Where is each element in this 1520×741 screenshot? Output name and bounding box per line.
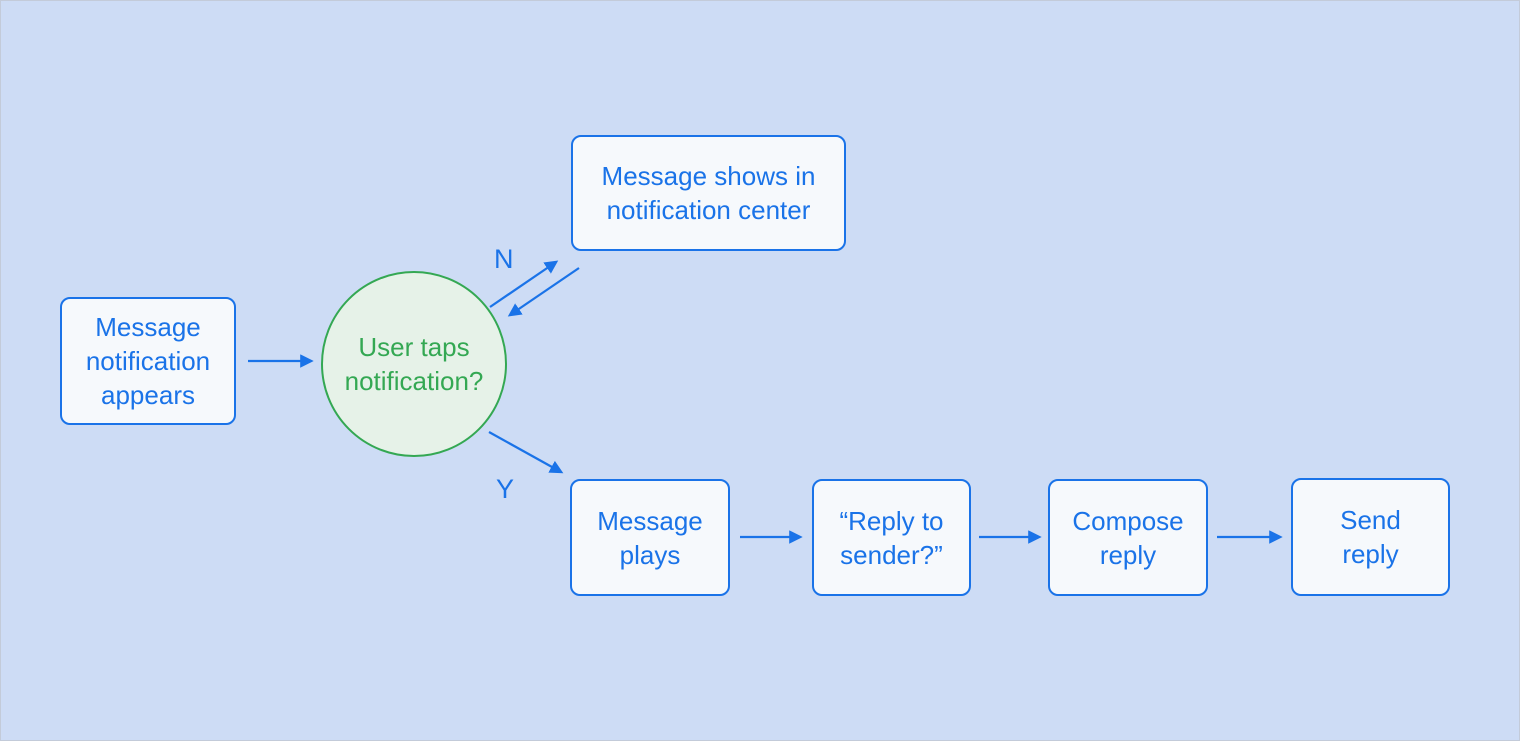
arrow-notification-center-to-decision <box>507 267 580 317</box>
arrow-decision-to-notification-center <box>489 260 559 308</box>
node-message-shows-in-notification-center: Message shows in notification center <box>571 135 846 251</box>
node-message-plays: Message plays <box>570 479 730 596</box>
node-reply-to-sender-prompt-label: “Reply to sender?” <box>839 505 944 570</box>
node-message-notification-appears-label: Message notification appears <box>85 312 211 410</box>
edge-label-yes: Y <box>496 474 515 504</box>
node-send-reply: Send reply <box>1291 478 1450 596</box>
arrow-decision-to-message-plays <box>488 431 564 474</box>
node-message-shows-in-notification-center-label: Message shows in notification center <box>601 161 816 225</box>
node-message-plays-label: Message plays <box>597 505 703 570</box>
node-compose-reply: Compose reply <box>1048 479 1208 596</box>
edge-label-no: N <box>494 244 514 274</box>
node-reply-to-sender-prompt: “Reply to sender?” <box>812 479 971 596</box>
node-compose-reply-label: Compose reply <box>1072 505 1184 570</box>
node-user-taps-notification-decision-label: User taps notification? <box>344 332 484 396</box>
node-user-taps-notification-decision: User taps notification? <box>321 271 507 457</box>
node-send-reply-label: Send reply <box>1340 505 1401 569</box>
node-message-notification-appears: Message notification appears <box>60 297 236 425</box>
